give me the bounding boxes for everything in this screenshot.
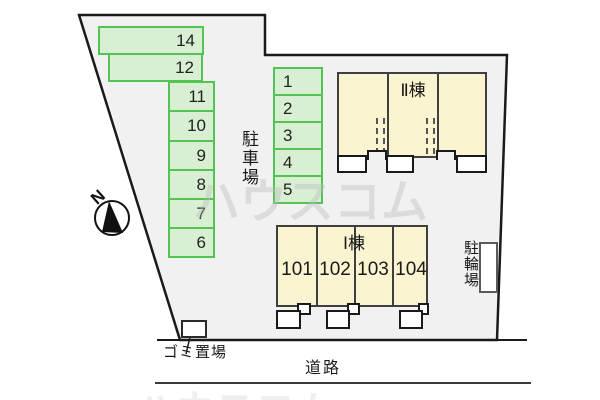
parking-space-number: 11 xyxy=(188,86,206,106)
parking-lot-label: 駐車場 xyxy=(239,130,258,187)
parking-space-number: 2 xyxy=(283,98,293,118)
parking-space-1: 1 xyxy=(273,67,323,96)
parking-space-9: 9 xyxy=(168,140,215,171)
building-2-porch xyxy=(456,155,487,173)
parking-space-12: 12 xyxy=(108,53,203,82)
unit-divider xyxy=(387,74,389,156)
building-1-porch xyxy=(399,310,423,329)
parking-space-number: 12 xyxy=(175,57,194,77)
parking-space-6: 6 xyxy=(168,227,215,258)
building-1-porch xyxy=(326,310,350,329)
parking-space-number: 4 xyxy=(283,152,293,172)
building-1-entry-step xyxy=(347,303,360,315)
unit-102: 102 xyxy=(319,259,351,280)
unit-101: 101 xyxy=(281,259,313,280)
unit-divider xyxy=(316,227,318,305)
parking-space-number: 1 xyxy=(283,71,293,91)
garbage-area-box xyxy=(181,320,207,338)
parking-space-7: 7 xyxy=(168,198,215,229)
parking-space-11: 11 xyxy=(168,81,215,112)
parking-space-10: 10 xyxy=(168,110,215,142)
parking-space-number: 5 xyxy=(283,179,293,199)
stairwell-dashed-icon xyxy=(426,118,435,154)
parking-space-number: 3 xyxy=(283,125,293,145)
parking-space-3: 3 xyxy=(273,121,323,150)
building-1-label: Ⅰ棟 xyxy=(342,234,365,253)
parking-space-number: 7 xyxy=(196,203,206,223)
parking-space-14: 14 xyxy=(98,26,204,55)
bicycle-parking-area xyxy=(479,242,498,293)
building-1: Ⅰ棟 101 102 103 104 xyxy=(276,225,428,307)
parking-space-8: 8 xyxy=(168,169,215,200)
building-2-label: Ⅱ棟 xyxy=(400,81,426,100)
parking-space-4: 4 xyxy=(273,148,323,177)
building-2-porch xyxy=(337,155,367,173)
parking-space-number: 8 xyxy=(196,174,206,194)
parking-space-5: 5 xyxy=(273,175,323,204)
parking-space-number: 14 xyxy=(176,30,195,50)
parking-space-2: 2 xyxy=(273,94,323,123)
building-2-porch xyxy=(386,155,414,173)
building-2-notch xyxy=(436,150,456,160)
unit-divider xyxy=(392,227,394,305)
road-label: 道路 xyxy=(305,360,342,377)
building-1-porch xyxy=(276,310,301,329)
building-2-notch xyxy=(367,150,387,160)
unit-103: 103 xyxy=(357,259,389,280)
unit-104: 104 xyxy=(395,259,427,280)
parking-space-number: 10 xyxy=(187,116,206,135)
compass-needle-icon xyxy=(102,201,123,233)
parking-space-number: 6 xyxy=(196,232,206,252)
unit-divider xyxy=(437,74,439,156)
garbage-area-label: ゴミ置場 xyxy=(163,344,228,361)
building-2: Ⅱ棟 xyxy=(337,72,487,158)
bicycle-parking-label: 駐輪場 xyxy=(462,240,479,288)
parking-space-number: 9 xyxy=(196,145,206,165)
unit-divider xyxy=(354,227,356,305)
building-1-entry-step xyxy=(418,303,429,315)
garbage-leader-line xyxy=(185,336,191,355)
stairwell-dashed-icon xyxy=(376,118,385,154)
